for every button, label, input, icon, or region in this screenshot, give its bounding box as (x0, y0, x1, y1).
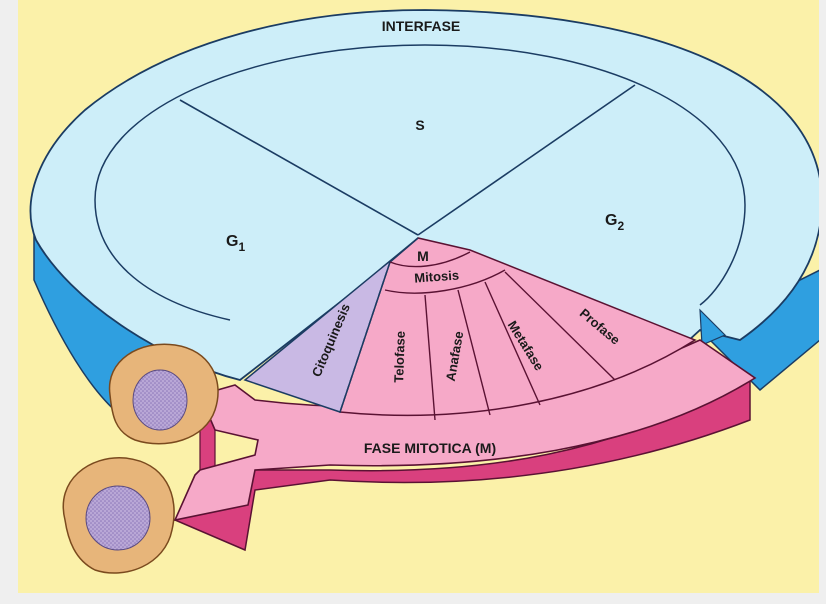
interphase-arrow-notch (699, 308, 727, 346)
cytokinesis-dashed-edge (339, 261, 391, 413)
phase-divider-4 (504, 271, 616, 381)
mitosis-label: Mitosis (414, 267, 460, 285)
interphase-label: INTERFASE (382, 18, 461, 34)
phase-divider-1 (424, 294, 436, 421)
m-label: M (417, 248, 429, 264)
s-phase-label: S (415, 117, 424, 133)
g2-phase-label: G2 (605, 212, 624, 233)
mitotic-phase-label: FASE MITOTICA (M) (364, 440, 496, 456)
divider-g1-s (179, 99, 419, 236)
daughter-cell-lower (62, 457, 175, 574)
cytokinesis-sector (243, 237, 419, 413)
divider-s-g2 (417, 84, 636, 236)
daughter-cell-upper (108, 343, 219, 445)
m-arc (389, 251, 471, 268)
g1-phase-label: G1 (226, 233, 245, 254)
interphase-inner-ring (94, 44, 746, 321)
phase-divider-3 (484, 281, 541, 406)
mitosis-arc (384, 269, 506, 294)
phase-divider-2 (457, 289, 491, 416)
phase-label-telofase: Telofase (391, 331, 408, 383)
